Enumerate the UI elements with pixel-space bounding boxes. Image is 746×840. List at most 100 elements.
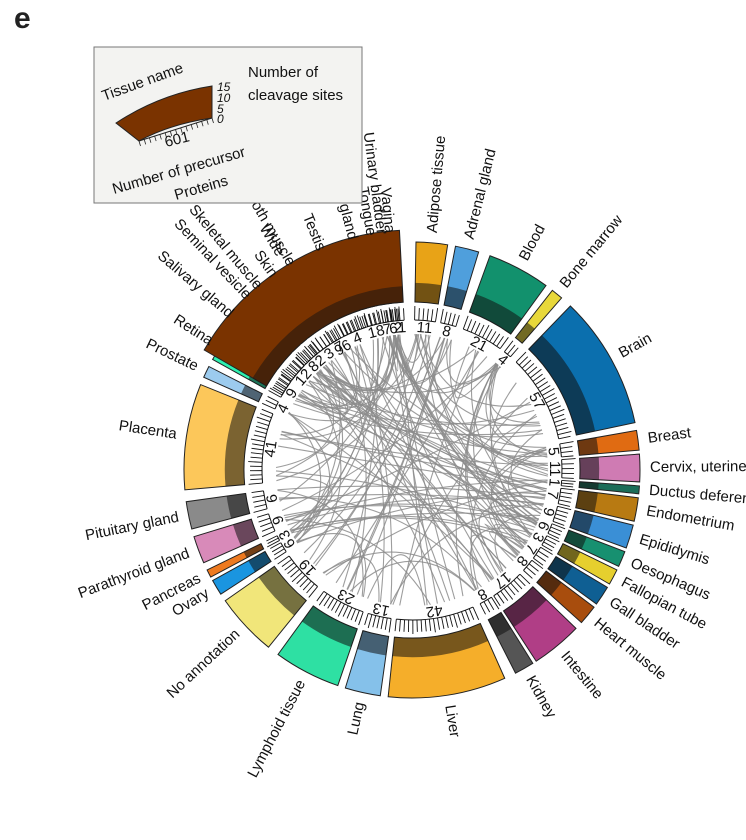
segment-tick	[248, 461, 263, 463]
segment-tick	[270, 542, 282, 549]
segment-tick	[554, 517, 566, 522]
segment-label-vagina: Vagina	[377, 187, 398, 235]
segment-tick	[551, 523, 566, 530]
segment-tick	[287, 565, 298, 575]
segment-tick	[496, 336, 504, 347]
segment-tick	[559, 495, 572, 499]
segment-tick	[333, 325, 342, 339]
segment-tick	[297, 352, 308, 363]
chord-link	[328, 362, 547, 490]
segment-tick	[482, 324, 490, 338]
chord-link	[275, 372, 334, 469]
segment-tick	[556, 426, 569, 432]
chord-link	[381, 337, 495, 579]
chord-link	[359, 344, 478, 590]
chord-link	[276, 475, 333, 533]
chord-links	[275, 333, 549, 606]
chord-link	[317, 366, 502, 394]
segment-tick	[337, 603, 345, 617]
segment-tick	[487, 599, 495, 611]
segment-axis	[559, 443, 562, 457]
legend-scale-tick-0: 0	[217, 112, 224, 126]
segment-histogram-cervix-uterine	[579, 456, 600, 480]
segment-tick	[426, 308, 429, 321]
chord-link	[275, 336, 388, 477]
chord-link	[389, 335, 438, 604]
chord-link	[293, 403, 543, 436]
chord-link	[279, 334, 399, 502]
chord-link	[344, 351, 367, 593]
segment-tick	[518, 356, 529, 366]
segment-histogram-brain	[528, 335, 596, 436]
segment-tick	[380, 310, 385, 323]
segment-axis	[274, 401, 279, 410]
segment-tick	[561, 482, 574, 485]
segment-tick	[248, 482, 263, 485]
segment-tick	[308, 344, 318, 355]
legend-minor-ticks	[138, 117, 214, 147]
segment-label-blood: Blood	[516, 222, 549, 264]
segment-count-kidney: 8	[474, 585, 490, 604]
segment-label-retina: Retina	[170, 311, 216, 349]
segment-tick	[420, 619, 423, 632]
chord-link	[288, 335, 391, 422]
segment-axis	[261, 413, 274, 484]
segment-tick	[250, 478, 263, 481]
legend-tick	[175, 129, 178, 135]
segment-tick	[359, 316, 365, 329]
segment-tick	[324, 330, 333, 344]
segment-histogram-adipose-tissue	[414, 282, 442, 305]
chord-link	[507, 449, 547, 521]
segment-histogram-lung	[357, 630, 389, 656]
segment-count-prostate: 4	[274, 401, 293, 416]
segment-tick	[524, 363, 535, 372]
segment-tick	[539, 385, 551, 393]
segment-count-testis: 4	[350, 329, 364, 348]
segment-count-urinary-bladder: 6	[388, 320, 398, 338]
segment-tick	[527, 366, 538, 375]
chord-link	[454, 346, 498, 399]
legend-scale-tick-10: 10	[217, 91, 231, 105]
segment-tick	[537, 381, 549, 389]
legend-tick	[143, 139, 147, 145]
segment-tick	[545, 538, 557, 545]
segment-tick	[432, 618, 436, 633]
segment-axis	[557, 488, 562, 504]
segment-tick	[530, 368, 542, 379]
segment-label-adipose-tissue: Adipose tissue	[424, 135, 449, 234]
chord-link	[397, 334, 542, 515]
segment-tick	[483, 601, 491, 613]
segment-count-ductus-deferens: 1	[545, 478, 563, 488]
segment-tick	[331, 599, 338, 611]
chord-link	[322, 551, 476, 592]
segment-tick	[424, 619, 427, 632]
segment-label-cervix-uterine: Cervix, uterine	[650, 458, 746, 476]
segment-tick	[296, 575, 306, 585]
segment-count-intestine: 17	[491, 568, 515, 592]
segment-tick	[535, 377, 546, 386]
segment-tick	[561, 480, 576, 482]
segment-axis	[268, 513, 276, 532]
segment-label-endometrium: Endometrium	[645, 502, 736, 534]
chord-link	[309, 357, 357, 408]
chord-link	[299, 370, 347, 415]
segment-axis	[440, 322, 457, 328]
segment-tick	[251, 490, 264, 493]
segment-tick	[478, 324, 485, 336]
segment-tick	[307, 345, 316, 356]
segment-tick	[388, 618, 392, 633]
segment-histogram-placenta	[224, 399, 257, 487]
legend-tick	[195, 122, 199, 129]
segment-tick	[515, 351, 527, 363]
chord-link	[301, 389, 538, 524]
segment-axis	[414, 319, 436, 323]
segment-tick	[516, 576, 526, 587]
segment-tick	[267, 537, 279, 544]
chord-link	[394, 334, 547, 448]
segment-tick	[257, 421, 269, 426]
segment-tick	[354, 316, 361, 330]
segment-tick	[560, 487, 575, 491]
segment-tick	[389, 309, 393, 322]
segment-histogram-breast	[577, 437, 599, 456]
segment-count-parathyroid-gland: 9	[269, 513, 288, 527]
